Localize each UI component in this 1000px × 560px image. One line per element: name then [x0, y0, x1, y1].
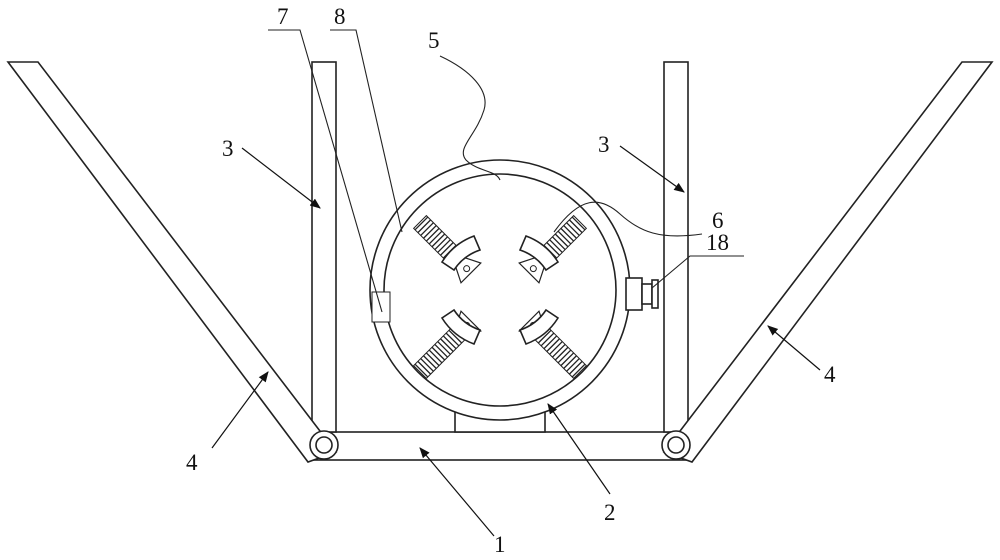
- label-6: 6: [712, 208, 724, 233]
- label-4-right: 4: [824, 362, 836, 387]
- inclined-arm-right: [661, 61, 994, 463]
- leader-lines: [211, 29, 821, 537]
- label-5: 5: [428, 28, 440, 53]
- adjust-knob: [625, 277, 659, 311]
- inclined-arm-left: [6, 61, 339, 463]
- label-4-left: 4: [186, 450, 198, 475]
- label-1: 1: [494, 532, 506, 557]
- label-3-left: 3: [222, 136, 234, 161]
- label-8: 8: [334, 4, 346, 29]
- outer-ring: [369, 159, 631, 421]
- label-3-right: 3: [598, 132, 610, 157]
- clamp-jaws: [440, 234, 560, 346]
- label-2: 2: [604, 500, 616, 525]
- label-7: 7: [277, 4, 289, 29]
- label-18: 18: [706, 230, 729, 255]
